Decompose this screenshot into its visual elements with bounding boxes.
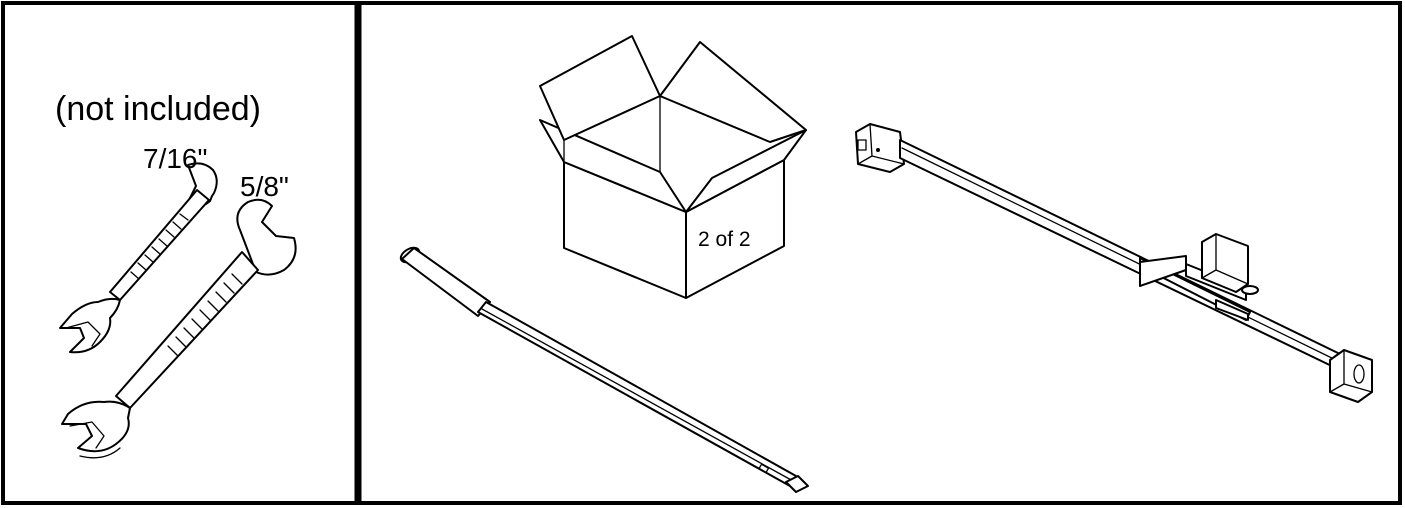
wrench-large-icon [61,198,297,459]
not-included-label: (not included) [55,90,262,128]
shipping-box-icon [539,35,807,299]
wrench-large-size-label: 5/8" [240,171,289,202]
slide-track-icon [855,123,1373,403]
wrench-small-size-label: 7/16" [143,143,208,174]
box-count-label: 2 of 2 [698,228,751,251]
rod-handle-icon [399,246,809,493]
wrench-small-icon [59,162,218,354]
